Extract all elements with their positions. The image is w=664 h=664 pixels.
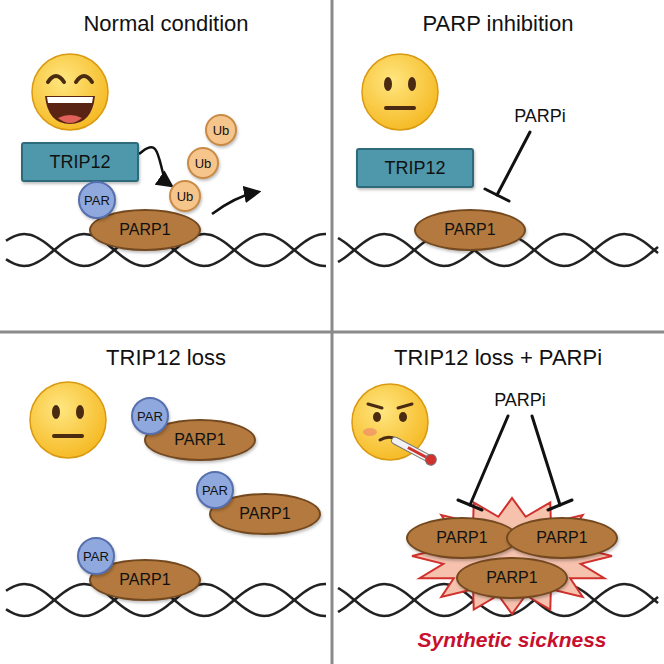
- neutral-emoji: [30, 382, 106, 458]
- modification-circle: Ub: [169, 180, 201, 212]
- node-text: PARP1: [239, 505, 290, 523]
- node-text: TRIP12: [384, 158, 445, 179]
- protein-ellipse: PARP1: [406, 517, 518, 559]
- node-text: PARP1: [174, 431, 225, 449]
- outcome-label: Synthetic sickness: [417, 628, 606, 652]
- panel-title: Normal condition: [83, 11, 248, 37]
- node-text: PAR: [83, 549, 109, 564]
- modification-circle: Ub: [187, 147, 219, 179]
- modification-circle: PAR: [196, 471, 234, 509]
- node-text: PARP1: [486, 569, 537, 587]
- protein-box: TRIP12: [356, 148, 474, 188]
- modification-circle: PAR: [131, 397, 169, 435]
- node-text: Ub: [195, 156, 212, 171]
- neutral-emoji: [362, 54, 438, 130]
- ubiquitination-arrow: [139, 147, 171, 185]
- dna-helix: [6, 234, 658, 616]
- protein-ellipse: PARP1: [414, 209, 526, 251]
- node-text: PAR: [202, 483, 228, 498]
- protein-ellipse: PARP1: [506, 517, 618, 559]
- inhibitor-label: PARPi: [514, 106, 566, 127]
- protein-ellipse: PARP1: [456, 557, 568, 599]
- node-text: PAR: [84, 193, 110, 208]
- inhibition-line: [458, 416, 572, 510]
- node-text: PARP1: [119, 571, 170, 589]
- panel-title: TRIP12 loss + PARPi: [394, 345, 602, 371]
- release-arrow: [212, 192, 258, 214]
- node-text: TRIP12: [49, 152, 110, 173]
- node-text: Ub: [177, 189, 194, 204]
- modification-circle: Ub: [205, 114, 237, 146]
- node-text: PARP1: [119, 221, 170, 239]
- node-text: Ub: [213, 123, 230, 138]
- panel-title: TRIP12 loss: [106, 345, 226, 371]
- happy-emoji: [32, 54, 108, 130]
- inhibitor-label: PARPi: [494, 390, 546, 411]
- modification-circle: PAR: [77, 537, 115, 575]
- modification-circle: PAR: [78, 181, 116, 219]
- inhibition-line: [485, 132, 530, 201]
- panel-divider: [0, 331, 664, 334]
- node-text: PARP1: [436, 529, 487, 547]
- node-text: PAR: [137, 409, 163, 424]
- panel-title: PARP inhibition: [423, 11, 574, 37]
- node-text: PARP1: [444, 221, 495, 239]
- node-text: PARP1: [536, 529, 587, 547]
- sick-emoji: [352, 384, 438, 467]
- protein-box: TRIP12: [21, 142, 139, 182]
